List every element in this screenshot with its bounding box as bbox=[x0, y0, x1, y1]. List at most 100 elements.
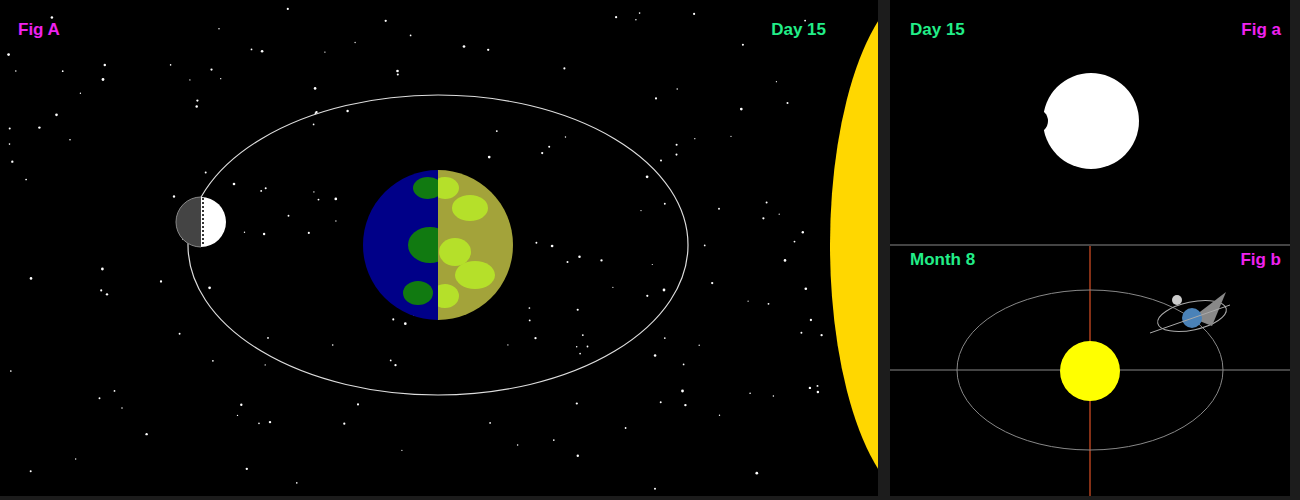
star bbox=[766, 202, 768, 204]
star bbox=[210, 68, 212, 70]
star bbox=[208, 286, 211, 289]
left-panel bbox=[0, 0, 878, 496]
stars bbox=[7, 8, 823, 490]
star bbox=[10, 370, 12, 372]
star bbox=[817, 385, 819, 387]
solar-orbit-view bbox=[890, 246, 1290, 496]
star bbox=[7, 53, 10, 56]
star bbox=[719, 415, 720, 416]
star bbox=[535, 242, 537, 244]
star bbox=[663, 289, 666, 292]
star bbox=[318, 199, 320, 201]
star bbox=[810, 319, 812, 321]
star bbox=[346, 110, 348, 112]
star bbox=[563, 67, 565, 69]
star bbox=[730, 136, 731, 137]
star bbox=[487, 49, 489, 51]
star bbox=[104, 64, 106, 66]
star bbox=[397, 73, 399, 75]
star bbox=[773, 395, 775, 397]
star bbox=[576, 402, 578, 404]
star bbox=[579, 353, 581, 355]
star bbox=[75, 458, 76, 459]
day-counter: Day 15 bbox=[771, 20, 826, 40]
star bbox=[639, 12, 641, 14]
star bbox=[288, 215, 290, 217]
star bbox=[237, 415, 238, 416]
star bbox=[664, 337, 666, 339]
star bbox=[784, 259, 787, 262]
star bbox=[38, 126, 40, 128]
star bbox=[332, 344, 334, 346]
star bbox=[401, 450, 402, 451]
star bbox=[776, 81, 777, 82]
star bbox=[577, 455, 579, 457]
star bbox=[742, 44, 744, 46]
star bbox=[578, 256, 581, 259]
star bbox=[220, 78, 221, 79]
star bbox=[296, 482, 298, 484]
star bbox=[30, 470, 32, 472]
star bbox=[548, 146, 550, 148]
moon bbox=[176, 197, 226, 247]
star bbox=[9, 143, 11, 145]
star bbox=[612, 287, 613, 288]
star bbox=[100, 289, 102, 291]
star bbox=[507, 344, 508, 345]
star bbox=[676, 144, 678, 146]
star bbox=[205, 172, 207, 174]
figure-label: Fig A bbox=[18, 20, 60, 40]
moon-orbit bbox=[188, 95, 688, 395]
star bbox=[565, 136, 566, 137]
star bbox=[747, 301, 748, 302]
star bbox=[802, 231, 804, 233]
star bbox=[675, 154, 677, 156]
star bbox=[354, 42, 355, 43]
star bbox=[410, 35, 412, 37]
star bbox=[240, 404, 242, 406]
star bbox=[313, 191, 314, 192]
star bbox=[218, 28, 219, 29]
star bbox=[99, 397, 101, 399]
star bbox=[718, 208, 720, 210]
star bbox=[251, 49, 253, 51]
sun-limb bbox=[830, 0, 878, 496]
star bbox=[646, 175, 649, 178]
star bbox=[324, 51, 325, 52]
star bbox=[683, 364, 685, 366]
day-counter: Day 15 bbox=[910, 20, 965, 40]
star bbox=[660, 401, 662, 403]
star bbox=[676, 88, 677, 89]
star bbox=[517, 444, 519, 446]
star bbox=[529, 319, 531, 321]
star bbox=[62, 70, 64, 72]
star bbox=[635, 19, 636, 20]
moon-phase bbox=[1024, 73, 1139, 169]
star bbox=[263, 233, 265, 235]
star bbox=[817, 391, 819, 393]
star bbox=[394, 364, 396, 366]
figure-label: Fig a bbox=[1241, 20, 1281, 40]
star bbox=[160, 280, 162, 282]
star bbox=[625, 427, 627, 429]
star bbox=[768, 303, 770, 305]
star bbox=[463, 45, 466, 48]
star bbox=[693, 13, 695, 15]
star bbox=[334, 198, 337, 201]
star bbox=[496, 130, 498, 132]
star bbox=[664, 203, 666, 205]
star bbox=[582, 334, 584, 336]
star bbox=[343, 423, 345, 425]
star bbox=[313, 124, 315, 126]
star bbox=[699, 345, 700, 346]
star bbox=[196, 99, 198, 101]
star bbox=[101, 268, 104, 271]
star bbox=[488, 156, 491, 159]
star bbox=[577, 309, 579, 311]
star bbox=[287, 8, 289, 10]
star bbox=[246, 468, 248, 470]
star bbox=[749, 392, 751, 394]
star bbox=[740, 108, 743, 111]
star bbox=[779, 214, 780, 215]
